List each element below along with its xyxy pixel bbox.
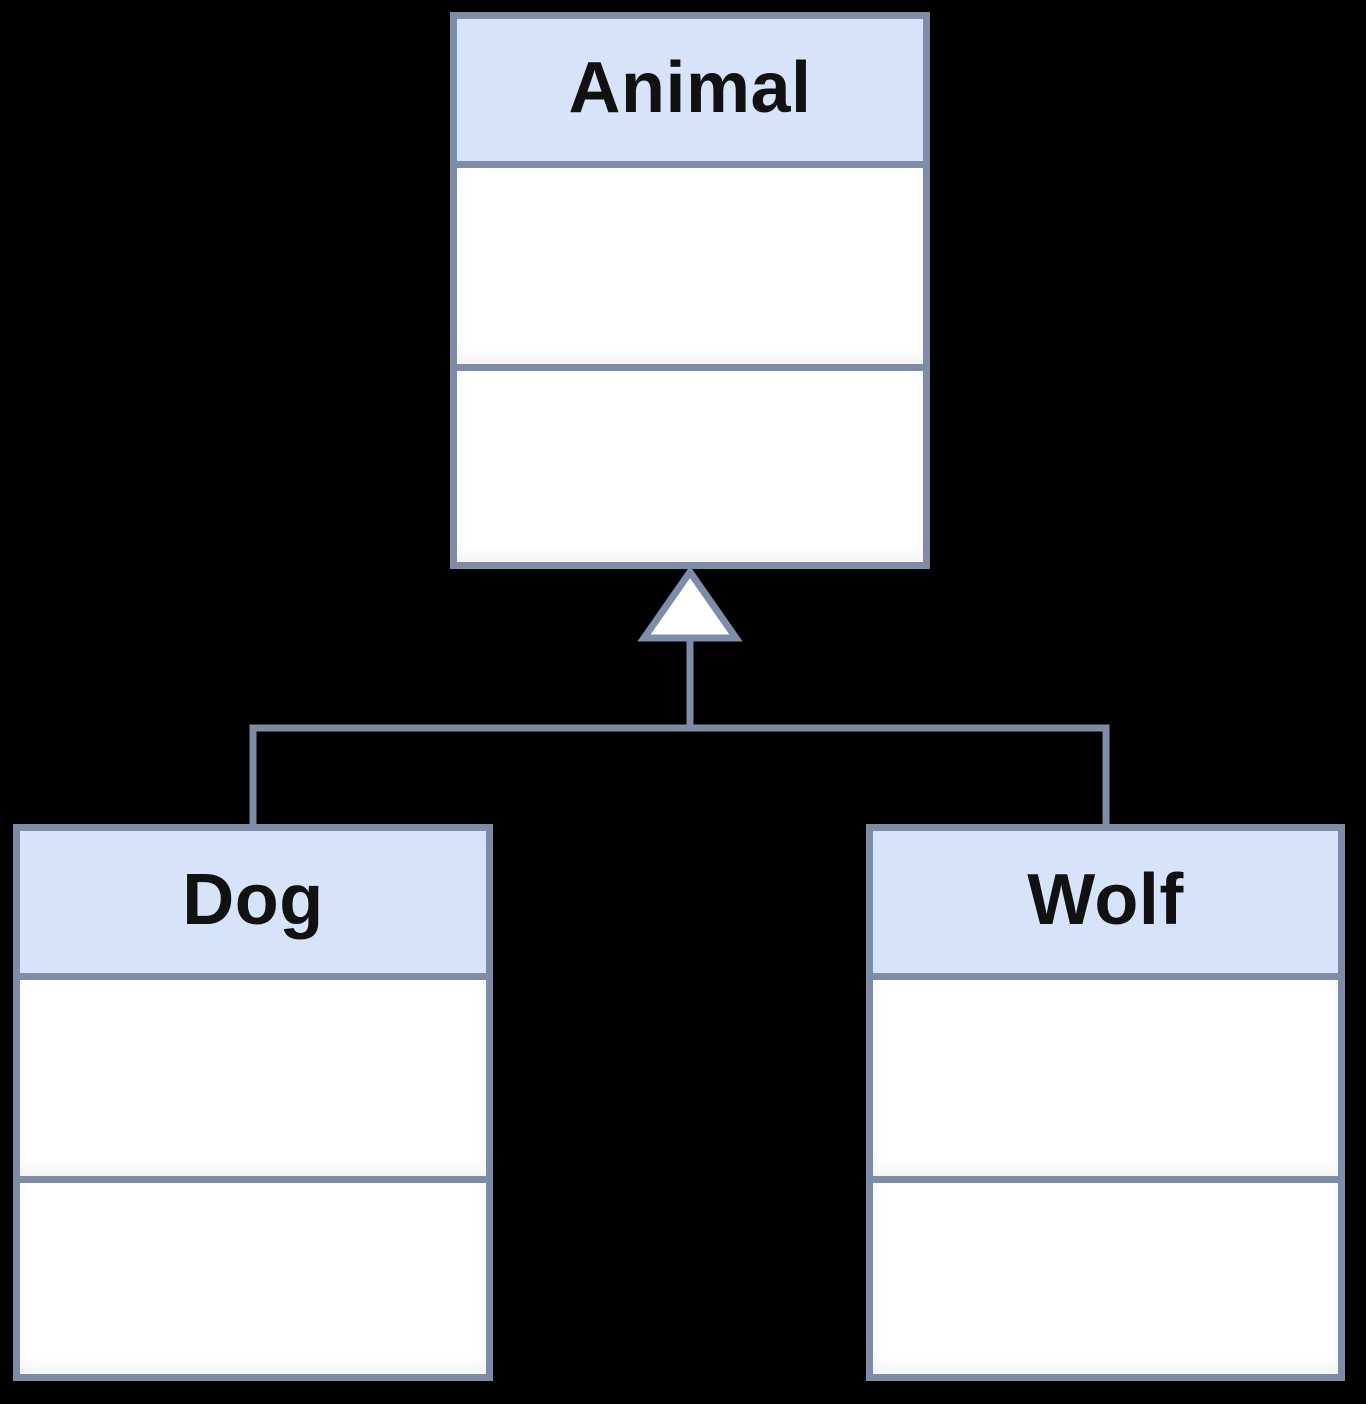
class-title-animal: Animal [568,48,812,128]
class-header-animal: Animal [457,19,923,168]
class-operations-section-wolf [873,1183,1338,1374]
class-title-wolf: Wolf [1027,860,1184,940]
class-header-wolf: Wolf [873,831,1338,980]
class-node-animal[interactable]: Animal [450,12,930,569]
generalization-triangle-icon [637,565,743,642]
class-attributes-section-dog [20,980,486,1183]
class-operations-section-animal [457,371,923,562]
class-title-dog: Dog [182,860,324,940]
class-operations-section-dog [20,1183,486,1374]
class-node-dog[interactable]: Dog [13,824,493,1381]
class-attributes-section-animal [457,168,923,371]
class-attributes-section-wolf [873,980,1338,1183]
class-header-dog: Dog [20,831,486,980]
class-node-wolf[interactable]: Wolf [866,824,1345,1381]
inheritance-branch-line [249,724,1110,827]
